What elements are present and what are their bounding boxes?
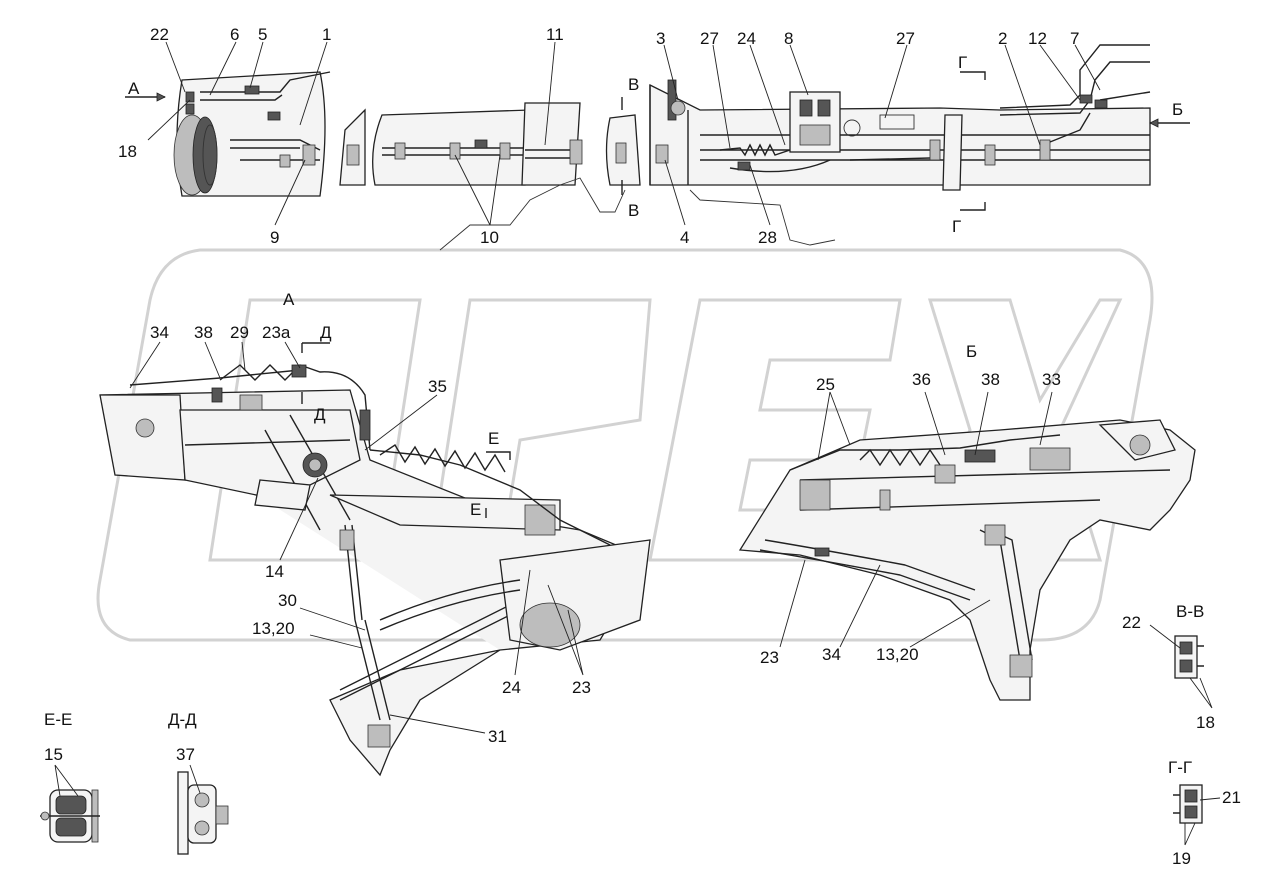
callout-top-10: 10 [480, 228, 499, 247]
callout-vv-18: 18 [1196, 713, 1215, 732]
section-gg-title: Г-Г [1168, 758, 1192, 777]
callout-top-8: 8 [784, 29, 793, 48]
callout-b-23: 23 [760, 648, 779, 667]
view-b-leaders [779, 391, 1053, 648]
arrow-g-top-label: Г [958, 53, 967, 72]
section-gg-bracket [1173, 784, 1221, 846]
arrow-g-bottom-label: Г [952, 217, 961, 236]
callout-a-34: 34 [150, 323, 169, 342]
arrow-e-bottom-label: Е [470, 500, 481, 519]
view-a-title: А [283, 290, 295, 309]
callout-dd-37: 37 [176, 745, 195, 764]
view-arrow-a [125, 92, 166, 102]
arrow-d-bottom-label: Д [314, 405, 326, 424]
callout-b-36: 36 [912, 370, 931, 389]
arrow-d-top-label: Д [320, 323, 332, 342]
callout-top-28: 28 [758, 228, 777, 247]
callout-a-23a: 23а [262, 323, 291, 342]
view-b-title: Б [966, 342, 977, 361]
callout-top-22: 22 [150, 25, 169, 44]
callout-b-34: 34 [822, 645, 841, 664]
arrow-v-top-label: В [628, 75, 639, 94]
callout-top-11: 11 [546, 25, 564, 44]
callout-top-1: 1 [322, 25, 331, 44]
callout-b-33: 33 [1042, 370, 1061, 389]
callout-a-29: 29 [230, 323, 249, 342]
callout-top-2: 2 [998, 29, 1007, 48]
top-view-leaders [147, 41, 1101, 226]
callout-top-18: 18 [118, 142, 137, 161]
callout-top-27a: 27 [700, 29, 719, 48]
section-ee-clamp [40, 764, 100, 843]
callout-top-3: 3 [656, 29, 665, 48]
callout-ee-15: 15 [44, 745, 63, 764]
callout-a-31: 31 [488, 727, 507, 746]
callout-a-30: 30 [278, 591, 297, 610]
section-dd-title: Д-Д [168, 710, 197, 729]
arrow-a-label: А [128, 79, 140, 98]
callout-gg-21: 21 [1222, 788, 1241, 807]
callout-b-13-20: 13,20 [876, 645, 919, 664]
callout-a-24: 24 [502, 678, 521, 697]
callout-vv-22: 22 [1122, 613, 1141, 632]
callout-top-12: 12 [1028, 29, 1047, 48]
top-view-frame [173, 44, 1151, 251]
callout-top-7: 7 [1070, 29, 1079, 48]
callout-gg-19: 19 [1172, 849, 1191, 868]
arrow-e-top-label: Е [488, 429, 499, 448]
view-arrow-b [1149, 118, 1190, 128]
callout-b-38: 38 [981, 370, 1000, 389]
callout-a-14: 14 [265, 562, 284, 581]
arrow-v-bottom-label: В [628, 201, 639, 220]
section-marker-d [301, 342, 330, 404]
callout-a-13-20: 13,20 [252, 619, 295, 638]
section-vv-title: В-В [1176, 602, 1204, 621]
callout-top-6: 6 [230, 25, 239, 44]
callout-top-27b: 27 [896, 29, 915, 48]
callout-top-5: 5 [258, 25, 267, 44]
callout-a-35: 35 [428, 377, 447, 396]
section-marker-e [485, 451, 511, 518]
view-b-assembly [738, 419, 1196, 701]
section-dd-clamp [177, 764, 229, 855]
watermark-logo [96, 248, 1154, 642]
view-a-leaders [129, 341, 584, 734]
callout-top-24: 24 [737, 29, 756, 48]
callout-a-23: 23 [572, 678, 591, 697]
callout-top-4: 4 [680, 228, 689, 247]
view-a-assembly [99, 364, 651, 777]
section-vv-bracket [1149, 624, 1213, 709]
callout-b-25: 25 [816, 375, 835, 394]
callout-top-9: 9 [270, 228, 279, 247]
arrow-b-label: Б [1172, 100, 1183, 119]
callout-a-38: 38 [194, 323, 213, 342]
section-ee-title: Е-Е [44, 710, 72, 729]
